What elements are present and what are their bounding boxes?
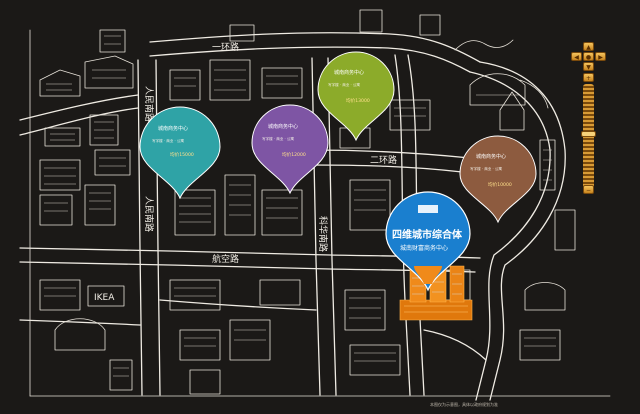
road-label-ring1: 一环路 [212,41,239,53]
pin-purple[interactable]: 城南商务中心 写字楼 · 商业 · 公寓 均价12000 [251,104,329,195]
road-network [19,29,611,401]
pan-up-button[interactable]: ▲ [583,42,594,51]
pin-purple-line1: 写字楼 · 商业 · 公寓 [262,136,294,141]
hero-subtitle: 城南财富商务中心 [400,244,448,252]
map-disclaimer: 本图仅为示意图，具体以政府规划为准 [430,402,498,407]
pin-brown-line1: 写字楼 · 商业 · 公寓 [470,166,502,171]
pin-teal-line1: 写字楼 · 商业 · 公寓 [152,138,184,143]
pin-green-line1: 写字楼 · 商业 · 公寓 [328,82,360,87]
pin-teal[interactable]: 城南商务中心 写字楼 · 商业 · 公寓 均价15000 [139,106,221,200]
info-pins: 城南商务中心 写字楼 · 商业 · 公寓 均价15000 城南商务中心 写字楼 … [139,51,537,292]
pin-green-title: 城南商务中心 [334,69,364,76]
hero-title: 四维城市综合体 [392,228,463,241]
pin-green-highlight: 均价13000 [346,97,370,104]
zoom-slider-handle[interactable] [581,130,596,137]
pin-brown-title: 城南商务中心 [476,153,506,160]
pin-brown[interactable]: 城南商务中心 写字楼 · 商业 · 公寓 均价10000 [459,135,537,224]
hero-logo-icon [418,205,438,213]
zoom-in-button[interactable]: + [583,73,594,82]
road-label-renmin-south: 人民南路 [143,196,155,232]
road-labels: 一环路 二环路 航空路 人民南路 人民南路 科华南路 [143,41,397,265]
pin-hero[interactable]: 四维城市综合体 城南财富商务中心 [385,191,471,292]
map-navigation-control: ▲ ◀ ● ▶ ▼ + − [571,42,607,194]
road-label-hangkong: 航空路 [212,253,239,265]
zoom-slider-track[interactable] [581,84,596,194]
road-label-renmin-north: 人民南路 [143,86,155,122]
road-label-keji: 科华南路 [317,216,329,252]
pan-left-button[interactable]: ◀ [571,52,582,61]
pin-green[interactable]: 城南商务中心 写字楼 · 商业 · 公寓 均价13000 [317,51,395,142]
pin-teal-highlight: 均价15000 [170,151,194,158]
road-label-ring2: 二环路 [370,154,397,166]
zoom-out-button[interactable]: − [583,185,594,194]
ikea-building [87,285,125,307]
pan-center-button[interactable]: ● [583,52,594,61]
ikea-label: IKEA [94,293,115,303]
pin-purple-highlight: 均价12000 [282,151,306,158]
pan-right-button[interactable]: ▶ [595,52,606,61]
pin-teal-title: 城南商务中心 [158,125,188,132]
pin-brown-highlight: 均价10000 [488,181,512,188]
pin-purple-title: 城南商务中心 [268,123,298,130]
pan-down-button[interactable]: ▼ [583,62,594,71]
